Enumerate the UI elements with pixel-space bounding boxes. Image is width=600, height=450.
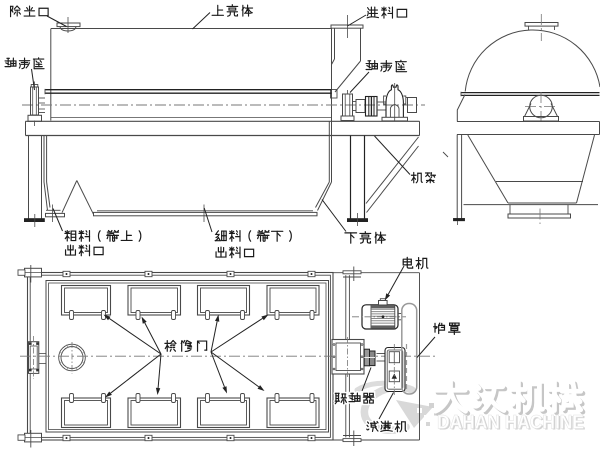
- svg-text:DAHAN HACHINE: DAHAN HACHINE: [437, 413, 584, 434]
- svg-text:DAHAN HACHINE: DAHAN HACHINE: [439, 414, 586, 435]
